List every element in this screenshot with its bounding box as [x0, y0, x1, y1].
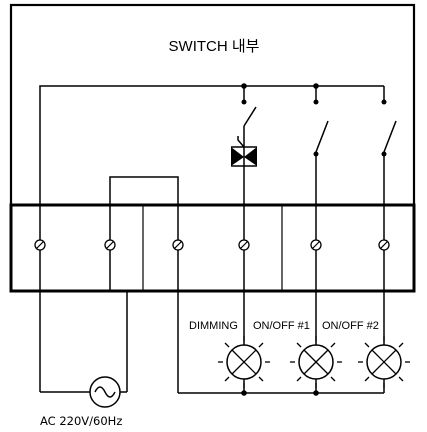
- terminal-screw-icon: [104, 239, 116, 251]
- lamp-icon: [218, 336, 270, 388]
- terminal-screw-icon: [172, 239, 184, 251]
- terminal-block: [9, 203, 416, 293]
- label-onoff1: ON/OFF #1: [253, 320, 310, 332]
- terminal-screw-icon: [34, 239, 46, 251]
- onoff2-switch: [381, 99, 397, 245]
- screw-terminals: [34, 239, 390, 251]
- terminal-screw-icon: [310, 239, 322, 251]
- junction-dot: [313, 83, 319, 89]
- lamp-icon: [290, 336, 342, 388]
- dimmer-switch: [241, 99, 257, 245]
- junction-dot: [313, 390, 319, 396]
- label-dimming: DIMMING: [189, 320, 238, 332]
- junction-dot: [241, 83, 247, 89]
- lamp-icon: [358, 336, 410, 388]
- onoff1-switch: [313, 99, 329, 245]
- junction-dot: [241, 390, 247, 396]
- label-onoff2: ON/OFF #2: [322, 320, 379, 332]
- terminal-screw-icon: [238, 239, 250, 251]
- switch-title: SWITCH 내부: [169, 38, 260, 55]
- internal-wiring: [39, 85, 385, 245]
- label-ac-source: AC 220V/60Hz: [40, 414, 122, 428]
- triac-icon: [231, 136, 257, 167]
- ac-source-icon: [89, 376, 121, 408]
- terminal-screw-icon: [378, 239, 390, 251]
- external-wiring: [39, 250, 385, 394]
